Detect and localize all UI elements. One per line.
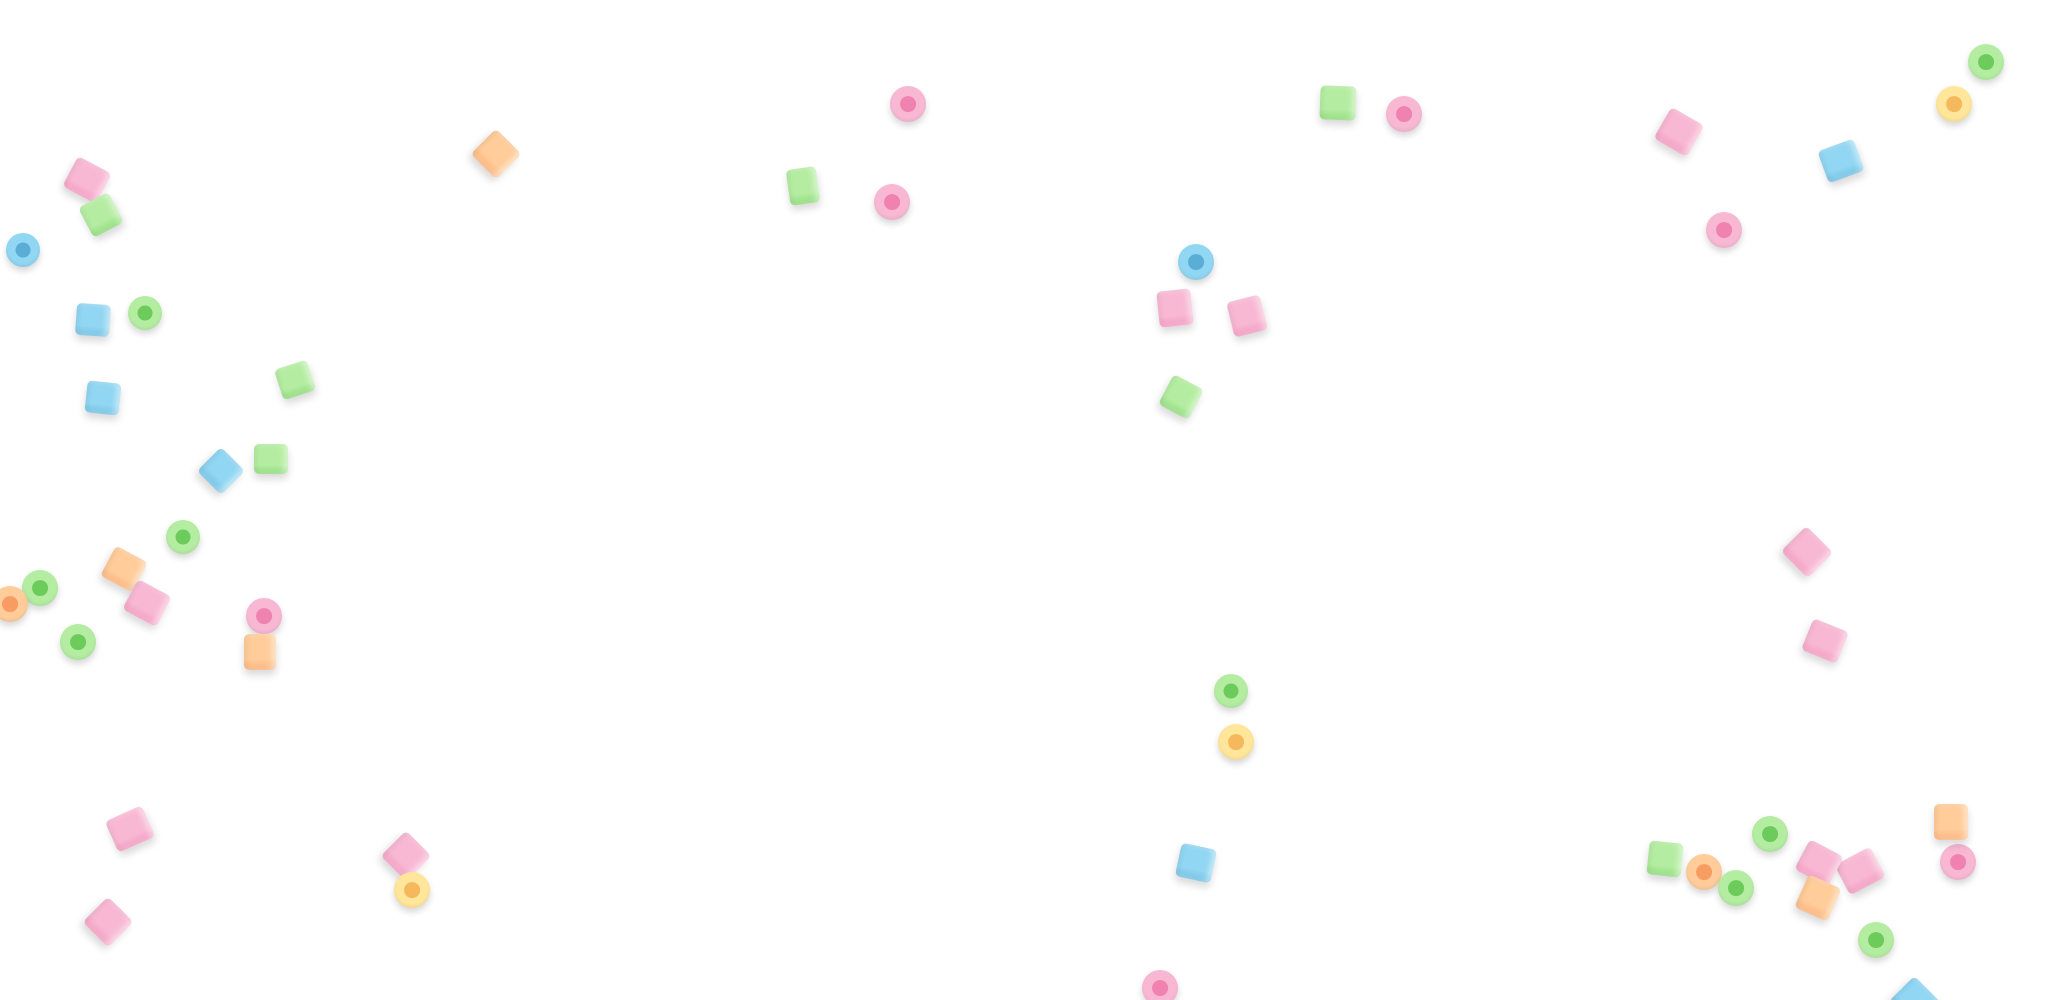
bead-green-tube [1319, 85, 1357, 121]
bead-green-ring [1214, 674, 1248, 708]
bead-orange-tube [244, 634, 276, 670]
bead-orange-tube [1934, 804, 1968, 840]
bead-green-ring [128, 296, 162, 330]
bead-pink-tube [82, 896, 134, 948]
bead-pink-ring [1706, 212, 1742, 248]
bead-pink-ring [1386, 96, 1422, 132]
bead-orange-ring [1686, 854, 1722, 890]
bead-pink-tube [1653, 106, 1705, 158]
bead-green-ring [22, 570, 58, 606]
bead-pink-ring [246, 598, 282, 634]
bead-pink-tube [1226, 294, 1268, 338]
bead-blue-tube [1174, 842, 1218, 884]
bead-green-tube [1158, 374, 1204, 420]
bead-blue-tube [74, 302, 112, 338]
bead-orange-tube [1794, 874, 1842, 922]
bead-orange-ring [0, 586, 28, 622]
bead-pink-tube [1834, 846, 1886, 896]
bead-pink-tube [1801, 618, 1849, 664]
bead-green-tube [78, 192, 124, 238]
bead-pink-ring [1142, 970, 1178, 1000]
bead-green-ring [60, 624, 96, 660]
bead-green-ring [166, 520, 200, 554]
bead-green-ring [1752, 816, 1788, 852]
bead-pink-ring [874, 184, 910, 220]
bead-pink-ring [1940, 844, 1976, 880]
bead-green-tube [273, 359, 317, 401]
bead-pink-tube [1156, 288, 1194, 328]
bead-pink-ring [890, 86, 926, 122]
bead-green-ring [1718, 870, 1754, 906]
bead-blue-ring [6, 233, 40, 267]
bead-blue-tube [196, 446, 246, 496]
bead-blue-tube [1888, 975, 1942, 1000]
bead-pink-tube [104, 805, 156, 853]
bead-green-ring [1858, 922, 1894, 958]
bead-blue-ring [1178, 244, 1214, 280]
bead-green-ring [1968, 44, 2004, 80]
bead-yellow-ring [1218, 724, 1254, 760]
bead-yellow-ring [1936, 86, 1972, 122]
bead-green-tube [1646, 840, 1684, 878]
bead-orange-tube [470, 128, 522, 180]
bead-pink-tube [1780, 525, 1834, 579]
bead-yellow-ring [394, 872, 430, 908]
bead-blue-tube [84, 380, 122, 416]
bead-blue-tube [1817, 138, 1865, 184]
bead-green-tube [785, 166, 821, 206]
bead-green-tube [254, 444, 288, 474]
